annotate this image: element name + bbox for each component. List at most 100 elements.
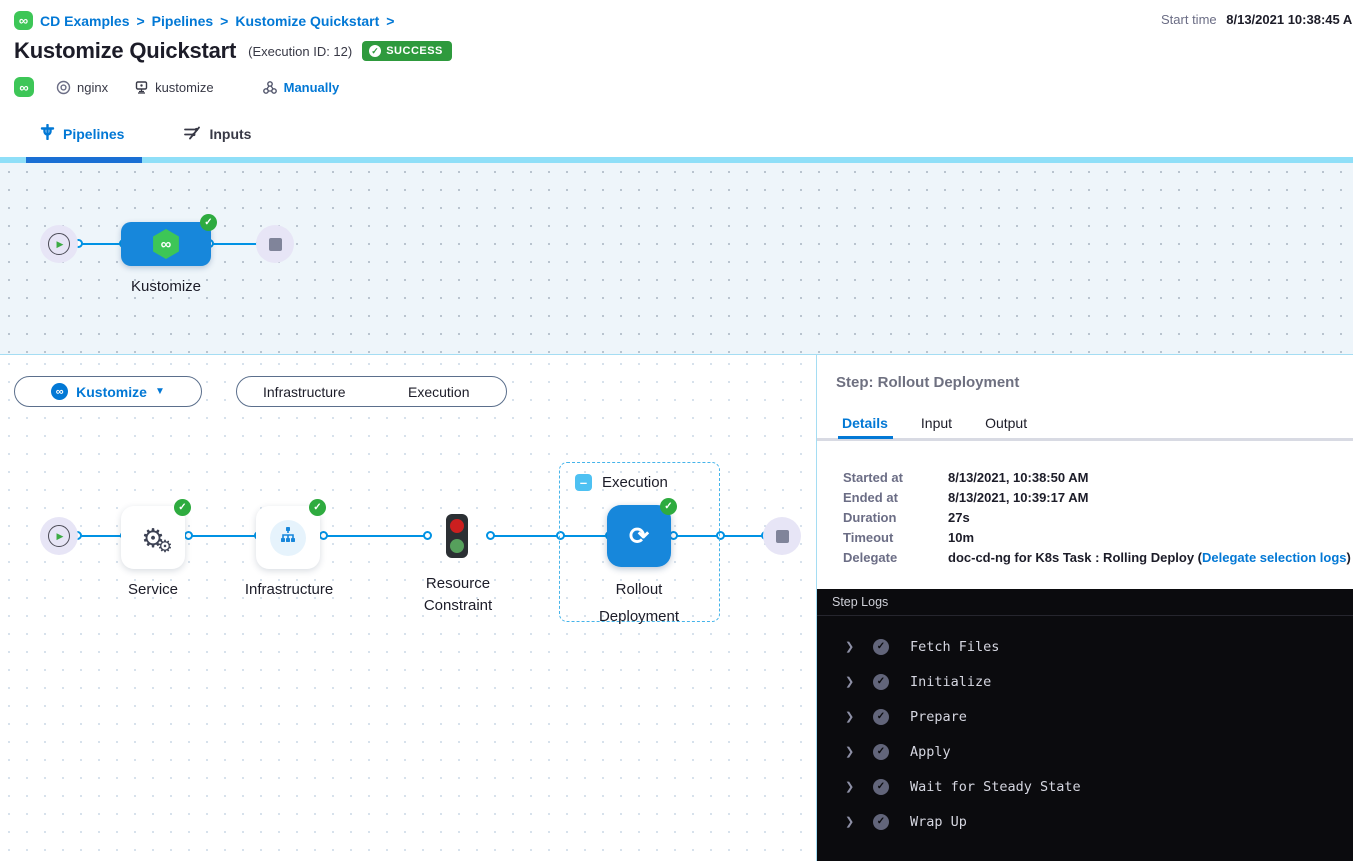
infrastructure-icon <box>278 526 298 549</box>
status-badge: ✓ SUCCESS <box>362 41 452 61</box>
step-label-infrastructure: Infrastructure <box>244 581 334 598</box>
log-section-wrap-up[interactable]: ❯ ✓ Wrap Up <box>845 813 967 830</box>
edge <box>78 535 125 537</box>
check-icon: ✓ <box>873 813 889 830</box>
rollout-icon: ⟳ <box>628 522 650 550</box>
log-section-prepare[interactable]: ❯ ✓ Prepare <box>845 708 967 725</box>
success-check-icon: ✓ <box>309 499 326 516</box>
edge-dot <box>716 531 725 540</box>
cd-module-icon: ∞ <box>14 77 34 97</box>
edge-dot <box>556 531 565 540</box>
start-time-label: Start time <box>1161 12 1217 27</box>
log-section-initialize[interactable]: ❯ ✓ Initialize <box>845 673 992 690</box>
execution-id: (Execution ID: 12) <box>248 43 353 59</box>
tab-pipelines[interactable]: Pipelines <box>40 123 124 143</box>
step-logs-header: Step Logs <box>817 589 1353 616</box>
chevron-right-icon[interactable]: ❯ <box>845 746 855 758</box>
chevron-right-icon[interactable]: ❯ <box>845 676 855 688</box>
cd-module-icon: ∞ <box>51 383 69 400</box>
environment-name: kustomize <box>155 79 214 95</box>
tab-divider <box>817 438 1353 441</box>
detail-row-delegate: Delegate doc-cd-ng for K8s Task : Rollin… <box>843 549 1351 565</box>
log-section-fetch-files[interactable]: ❯ ✓ Fetch Files <box>845 638 1000 655</box>
execution-group-label: Execution <box>602 474 668 491</box>
start-time: Start time 8/13/2021 10:38:45 AM <box>1161 12 1353 27</box>
chevron-right-icon[interactable]: ❯ <box>845 816 855 828</box>
pipeline-start-node[interactable]: ▶ <box>40 225 78 263</box>
success-check-icon: ✓ <box>660 498 677 515</box>
stage-view-toggle: Infrastructure Execution <box>236 376 507 407</box>
step-detail-panel: Step: Rollout Deployment Details Input O… <box>817 355 1353 861</box>
step-panel-title: Step: Rollout Deployment <box>836 374 1020 391</box>
breadcrumb-cd-examples[interactable]: CD Examples <box>40 12 130 29</box>
toggle-execution[interactable]: Execution <box>408 383 470 400</box>
stage-label: Kustomize <box>130 278 202 295</box>
log-section-apply[interactable]: ❯ ✓ Apply <box>845 743 951 760</box>
stage-selector-dropdown[interactable]: ∞ Kustomize ▼ <box>14 376 202 407</box>
traffic-light-green <box>450 538 464 553</box>
detail-row-timeout: Timeout 10m <box>843 529 975 545</box>
breadcrumb-pipelines[interactable]: Pipelines <box>151 12 214 29</box>
page-header: ∞ CD Examples > Pipelines > Kustomize Qu… <box>0 0 1353 110</box>
service-name: nginx <box>77 79 109 95</box>
tab-details[interactable]: Details <box>842 415 888 431</box>
breadcrumb: ∞ CD Examples > Pipelines > Kustomize Qu… <box>14 11 394 30</box>
step-logs-panel: Step Logs ❯ ✓ Fetch Files ❯ ✓ Initialize… <box>817 589 1353 861</box>
chevron-right-icon[interactable]: ❯ <box>845 711 855 723</box>
breadcrumb-separator: > <box>220 12 229 29</box>
environment-icon <box>134 80 149 95</box>
collapse-group-icon[interactable]: – <box>575 474 592 491</box>
edge <box>491 535 610 537</box>
detail-row-ended-at: Ended at 8/13/2021, 10:39:17 AM <box>843 489 1089 505</box>
status-label: SUCCESS <box>386 45 443 57</box>
pipeline-overview-canvas[interactable]: ▶ ∞ ✓ Kustomize <box>0 163 1353 355</box>
tab-output[interactable]: Output <box>985 415 1028 431</box>
play-icon: ▶ <box>56 238 64 249</box>
trigger-manually-link[interactable]: Manually <box>283 79 340 95</box>
edge <box>210 243 262 245</box>
inputs-icon <box>184 125 201 143</box>
breadcrumb-kustomize-quickstart[interactable]: Kustomize Quickstart <box>235 12 380 29</box>
stage-end-node[interactable] <box>763 517 801 555</box>
edge-dot <box>423 531 432 540</box>
breadcrumb-separator: > <box>136 12 145 29</box>
edge-dot <box>319 531 328 540</box>
success-check-icon: ✓ <box>174 499 191 516</box>
step-node-resource-constraint[interactable] <box>446 514 468 558</box>
toggle-infrastructure[interactable]: Infrastructure <box>263 383 346 400</box>
check-icon: ✓ <box>873 743 889 760</box>
step-label-constraint: Constraint <box>423 597 493 614</box>
stop-icon <box>268 237 282 251</box>
delegate-selection-logs-link[interactable]: Delegate selection logs <box>1202 549 1347 565</box>
edge <box>324 535 428 537</box>
chevron-right-icon[interactable]: ❯ <box>845 781 855 793</box>
step-label-resource: Resource <box>425 575 491 592</box>
stop-icon <box>775 529 789 543</box>
active-tab-indicator <box>838 436 893 439</box>
step-node-infrastructure[interactable]: ✓ <box>256 499 326 569</box>
check-icon: ✓ <box>369 45 382 57</box>
stage-node-kustomize[interactable]: ∞ ✓ <box>121 214 217 266</box>
tab-input[interactable]: Input <box>920 415 953 431</box>
stage-start-node[interactable]: ▶ <box>40 517 78 555</box>
trigger-icon <box>262 80 278 95</box>
step-node-rollout-deployment[interactable]: ⟳ ✓ <box>607 498 677 567</box>
stage-execution-canvas[interactable]: ∞ Kustomize ▼ Infrastructure Execution ▶ <box>0 355 817 861</box>
pipeline-end-node[interactable] <box>256 225 294 263</box>
check-icon: ✓ <box>873 708 889 725</box>
check-icon: ✓ <box>873 778 889 795</box>
view-tabbar: Pipelines Inputs <box>0 110 1353 157</box>
step-label-service: Service <box>127 581 179 598</box>
chevron-right-icon[interactable]: ❯ <box>845 641 855 653</box>
success-check-icon: ✓ <box>200 214 217 231</box>
step-label-rollout: Rollout <box>615 581 663 598</box>
log-section-wait-for-steady-state[interactable]: ❯ ✓ Wait for Steady State <box>845 778 1081 795</box>
execution-group-box <box>559 462 720 622</box>
detail-row-duration: Duration 27s <box>843 509 970 525</box>
step-node-service[interactable]: ⚙⚙ ✓ <box>121 499 191 569</box>
kustomize-stage-icon: ∞ <box>153 229 179 259</box>
edge <box>78 243 124 245</box>
tab-inputs[interactable]: Inputs <box>184 125 251 143</box>
edge-dot <box>486 531 495 540</box>
breadcrumb-separator: > <box>386 12 395 29</box>
